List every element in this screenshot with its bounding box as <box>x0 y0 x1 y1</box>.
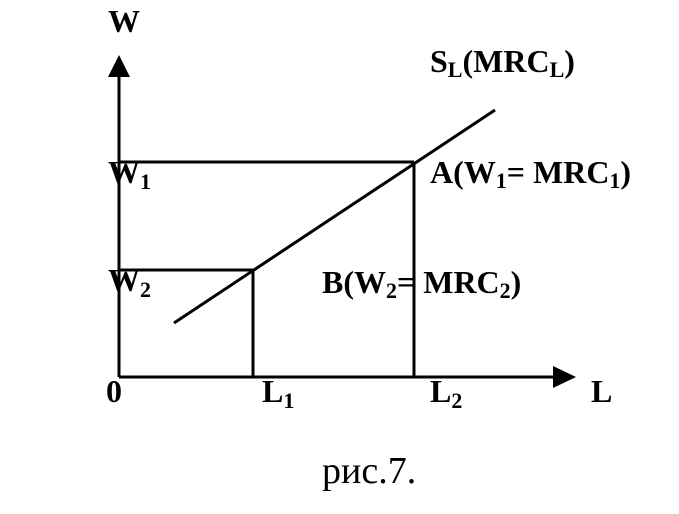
point-a-s2: 1 <box>609 168 620 193</box>
l1-label: L1 <box>262 373 294 413</box>
l1-sub: 1 <box>283 388 294 413</box>
w1-label: W1 <box>108 154 151 194</box>
l2-label: L2 <box>430 373 462 413</box>
figure-caption: рис.7. <box>322 450 416 492</box>
supply-mid: (MRC <box>462 43 549 79</box>
x-axis-label: L <box>591 373 612 409</box>
origin-label: 0 <box>106 373 122 409</box>
point-b-p1: B(W <box>322 264 386 300</box>
point-b-s2: 2 <box>500 278 511 303</box>
point-b-s1: 2 <box>386 278 397 303</box>
w1-sub: 1 <box>140 169 151 194</box>
l2-sub: 2 <box>451 388 462 413</box>
supply-mid-sub: L <box>550 57 565 82</box>
supply-s-sub: L <box>448 57 463 82</box>
w2-sub: 2 <box>140 277 151 302</box>
point-b-label: B(W2= MRC2) <box>322 264 521 303</box>
point-a-p3: ) <box>620 154 631 190</box>
supply-close: ) <box>564 43 575 79</box>
point-a-label: A(W1= MRC1) <box>430 154 631 193</box>
y-axis-label: W <box>108 3 140 39</box>
w1-main: W <box>108 154 140 190</box>
point-b-p3: ) <box>511 264 522 300</box>
point-a-p2: = MRC <box>507 154 610 190</box>
point-a-s1: 1 <box>496 168 507 193</box>
y-axis-arrowhead <box>108 55 130 77</box>
w2-main: W <box>108 262 140 298</box>
w2-label: W2 <box>108 262 151 302</box>
supply-curve-label: SL(MRCL) <box>430 43 575 82</box>
point-b-p2: = MRC <box>397 264 500 300</box>
supply-curve <box>173 108 496 325</box>
point-a-p1: A(W <box>430 154 496 190</box>
l2-main: L <box>430 373 451 409</box>
l1-main: L <box>262 373 283 409</box>
x-axis-arrowhead <box>553 366 576 388</box>
supply-s: S <box>430 43 448 79</box>
